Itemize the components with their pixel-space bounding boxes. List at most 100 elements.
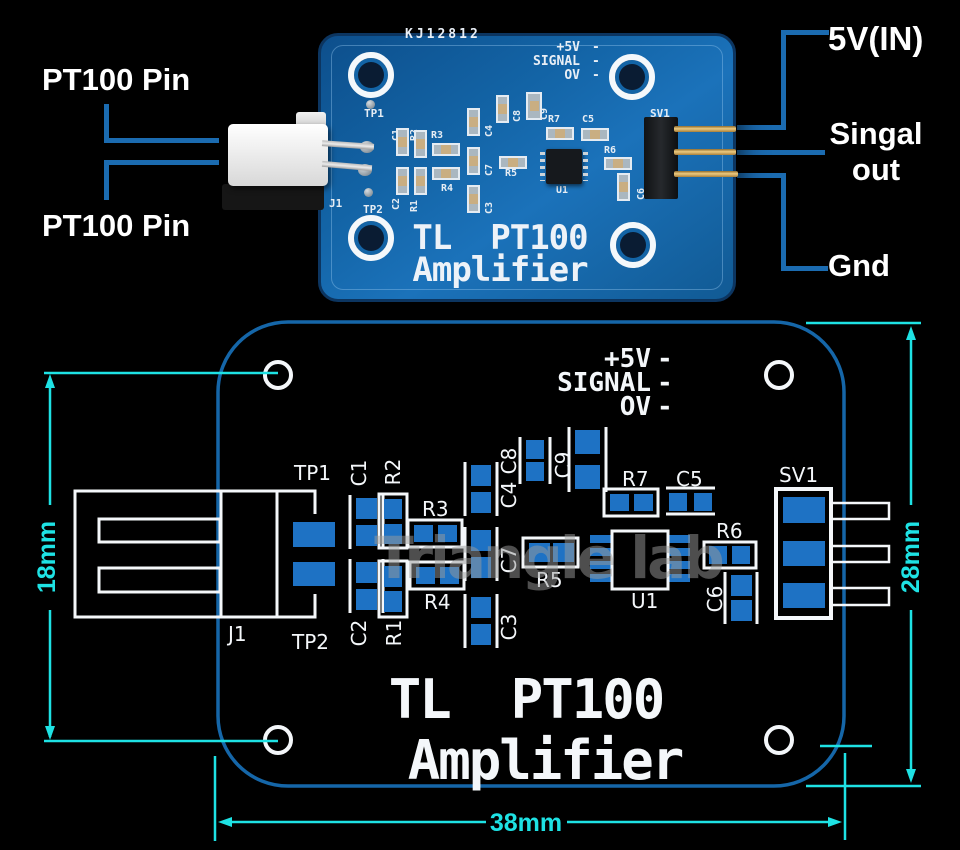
capacitor-c1 xyxy=(396,128,409,156)
callout-line xyxy=(737,150,825,155)
dimension-18mm: 18mm xyxy=(33,371,278,743)
callout-line xyxy=(781,30,786,130)
resistor-r7 xyxy=(546,127,574,140)
schematic-label-j1: J1 xyxy=(226,622,247,646)
ic-u1-footprint xyxy=(590,529,690,591)
legend-dash: - xyxy=(657,344,673,374)
photo-label-r7: R7 xyxy=(548,114,561,125)
silk-dash: - xyxy=(592,40,600,55)
pin-legend: +5V SIGNAL OV - - - xyxy=(557,344,673,422)
callout-pt100-pin-bottom: PT100 Pin xyxy=(42,208,191,243)
resistor-r1 xyxy=(414,167,427,195)
callout-line xyxy=(737,125,783,130)
watermark: Triangle lab xyxy=(374,524,722,592)
schematic-label-c9: C9 xyxy=(551,452,575,479)
schematic-label-r4: R4 xyxy=(424,590,451,614)
legend-plus5v: +5V xyxy=(604,344,651,374)
capacitor-pads xyxy=(356,430,752,645)
testpoint-tp2 xyxy=(364,188,373,197)
schematic-label-r3: R3 xyxy=(422,497,449,521)
dimension-28mm: 28mm xyxy=(806,321,925,788)
gold-pin-signal xyxy=(674,149,736,155)
photo-label-c5: C5 xyxy=(582,114,595,125)
photo-label-c3: C3 xyxy=(484,201,495,214)
callout-signal-out-line1: Singal xyxy=(829,116,923,151)
silk-zerov: OV xyxy=(564,68,580,83)
callout-line xyxy=(737,173,783,178)
resistor-footprints xyxy=(377,487,758,619)
schematic-label-c3: C3 xyxy=(497,614,521,641)
capacitor-c7 xyxy=(467,147,480,175)
amplifier-ic-u1 xyxy=(540,149,588,184)
silk-signal: SIGNAL xyxy=(533,54,580,69)
callout-line xyxy=(104,104,109,143)
silk-plus5v: +5V xyxy=(556,40,580,55)
board-title-line2: Amplifier xyxy=(408,729,683,792)
pad-tp1 xyxy=(293,522,335,547)
photo-label-c8: C8 xyxy=(512,109,523,122)
capacitor-c2 xyxy=(396,167,409,195)
schematic-label-r5: R5 xyxy=(536,568,563,592)
dimension-18mm-label: 18mm xyxy=(33,521,61,593)
resistor-r4 xyxy=(432,167,460,180)
callout-line xyxy=(104,160,219,165)
photo-label-r4: R4 xyxy=(441,183,454,194)
resistor-r6 xyxy=(604,157,632,170)
resistor-r3 xyxy=(432,143,460,156)
callout-line xyxy=(781,266,828,271)
pad-tp2 xyxy=(293,562,335,586)
mounting-hole xyxy=(348,215,394,261)
header-sv1 xyxy=(644,117,678,199)
silk-title-line2: Amplifier xyxy=(412,250,588,290)
gold-pin-gnd xyxy=(674,171,738,177)
schematic-label-c6: C6 xyxy=(703,586,727,613)
board-title-line1: TL PT100 xyxy=(389,668,664,731)
callout-signal-out: Singal out xyxy=(818,116,934,188)
callout-gnd: Gnd xyxy=(828,248,890,283)
legend-dash: - xyxy=(657,368,673,398)
mounting-hole xyxy=(609,54,655,100)
silk-dash: - xyxy=(592,68,600,83)
schematic-label-c8: C8 xyxy=(497,448,521,475)
schematic-label-u1: U1 xyxy=(631,589,658,613)
schematic-label-c4: C4 xyxy=(497,482,521,509)
photo-label-c2: C2 xyxy=(391,197,402,210)
connector-shadow xyxy=(222,184,324,210)
capacitor-c8 xyxy=(496,95,509,123)
callout-signal-out-line2: out xyxy=(851,152,901,187)
dimension-38mm-label: 38mm xyxy=(490,809,562,837)
silk-dash: - xyxy=(592,54,600,69)
connector-j1-footprint xyxy=(73,489,317,619)
board-outline xyxy=(216,320,846,788)
legend-dash: - xyxy=(657,392,673,422)
schematic-label-tp1: TP1 xyxy=(293,461,331,485)
photo-label-c4: C4 xyxy=(484,124,495,137)
photo-label-r3: R3 xyxy=(431,130,444,141)
photo-label-j1: J1 xyxy=(329,197,343,210)
silk-title-line1: TL PT100 xyxy=(412,218,588,258)
capacitor-c9 xyxy=(526,92,542,120)
photo-label-tp2: TP2 xyxy=(363,203,383,216)
silk-batch-code: KJ12812 xyxy=(405,27,481,42)
schematic-label-c1: C1 xyxy=(347,460,371,487)
legend-signal: SIGNAL xyxy=(557,368,651,398)
schematic-label-c7: C7 xyxy=(497,547,521,574)
photo-label-sv1: SV1 xyxy=(650,107,670,120)
callout-line xyxy=(781,30,829,35)
schematic-label-r7: R7 xyxy=(622,467,649,491)
photo-label-r1: R1 xyxy=(409,199,420,212)
schematic-label-sv1: SV1 xyxy=(779,463,818,487)
photo-label-u1: U1 xyxy=(556,185,569,196)
pt100-connector-j1 xyxy=(228,124,328,186)
callout-line xyxy=(104,138,219,143)
photo-label-r5: R5 xyxy=(505,168,518,179)
photo-label-r6: R6 xyxy=(604,145,617,156)
callout-line xyxy=(781,173,786,271)
schematic-label-r2: R2 xyxy=(381,459,405,486)
header-sv1-footprint xyxy=(774,487,891,620)
capacitor-brackets xyxy=(348,427,759,648)
schematic-label-c5: C5 xyxy=(676,467,703,491)
capacitor-c5 xyxy=(581,128,609,141)
resistor-r5 xyxy=(499,156,527,169)
